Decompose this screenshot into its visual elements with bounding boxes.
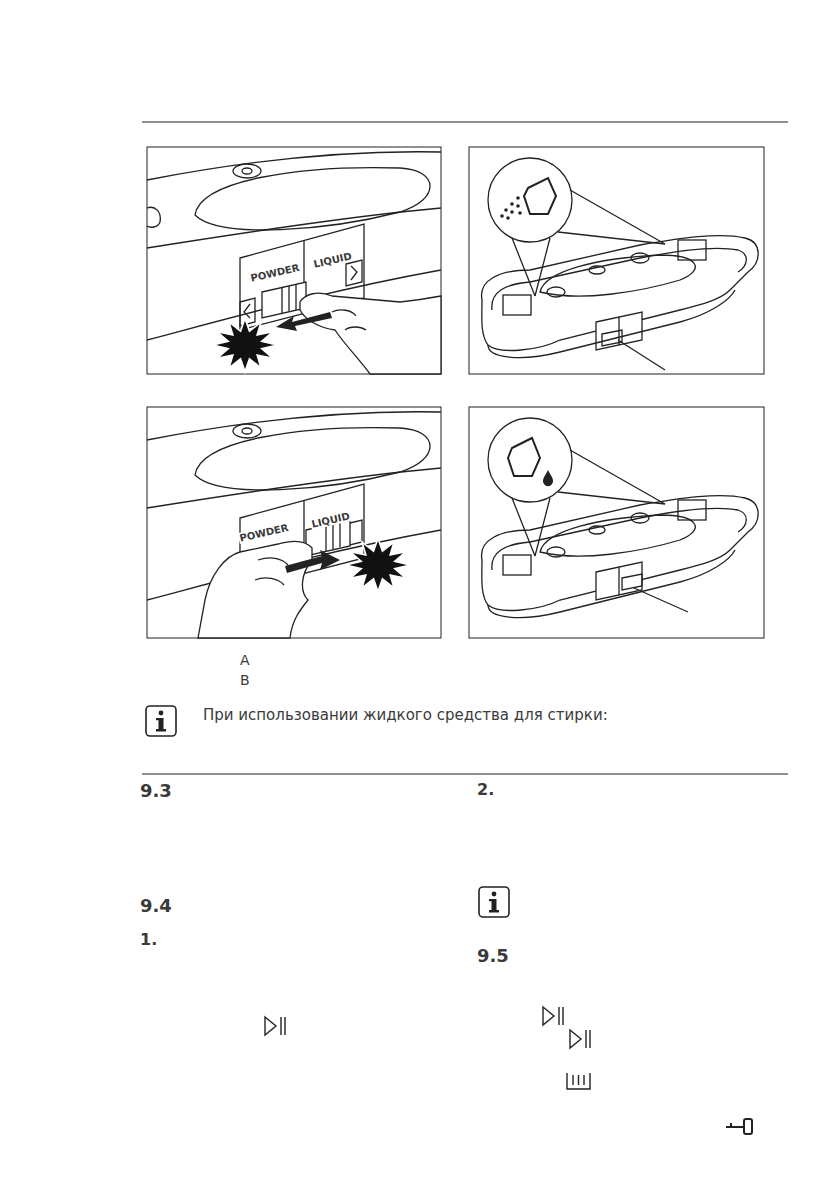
section-number: 9.3 — [140, 781, 172, 801]
panel-label: POWDER — [238, 522, 291, 544]
section-number: 9.4 — [140, 896, 172, 916]
step-number: 1. — [140, 931, 157, 949]
panel-label: LIQUID — [312, 250, 354, 270]
callout-letter: B — [240, 673, 250, 688]
step-number: 2. — [477, 781, 494, 799]
panel-label: POWDER — [249, 262, 302, 284]
note-text: При использовании жидкого средства для с… — [203, 707, 608, 724]
section-number: 9.5 — [477, 946, 509, 966]
callout-letter: A — [240, 653, 250, 668]
